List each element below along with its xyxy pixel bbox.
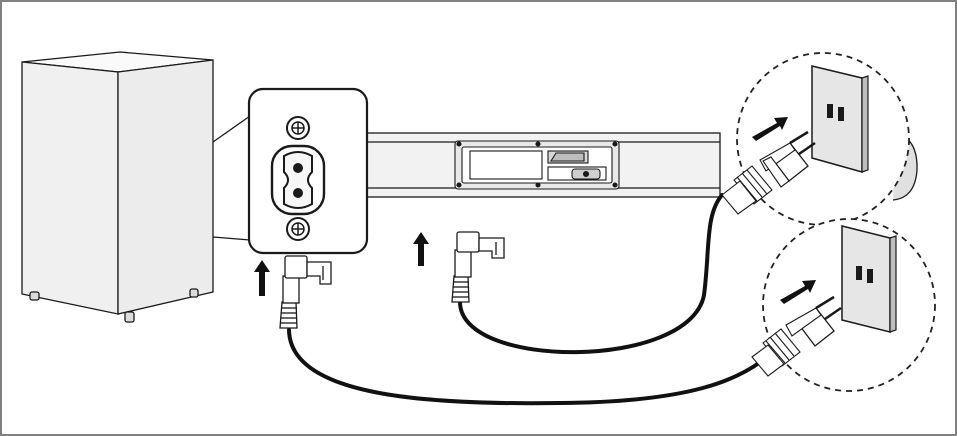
power-cord-icon — [451, 231, 505, 303]
subwoofer-power-cord — [287, 328, 770, 406]
wall-outlet-icon — [721, 52, 918, 226]
soundbar-power-cord — [458, 193, 724, 355]
plug-in-arrow-top — [752, 117, 788, 141]
insert-arrow-subwoofer — [254, 260, 270, 296]
insert-arrow-soundbar — [413, 232, 429, 266]
callout-leader-lines — [212, 115, 251, 241]
wall-outlet-icon — [751, 218, 936, 392]
cables — [287, 193, 770, 406]
subwoofer-icon — [21, 51, 214, 323]
ac-inlet-icon — [247, 87, 369, 255]
rear-panel-icon — [454, 140, 620, 190]
power-cord-icon — [279, 255, 332, 329]
plug-in-arrow-bottom — [780, 280, 816, 304]
